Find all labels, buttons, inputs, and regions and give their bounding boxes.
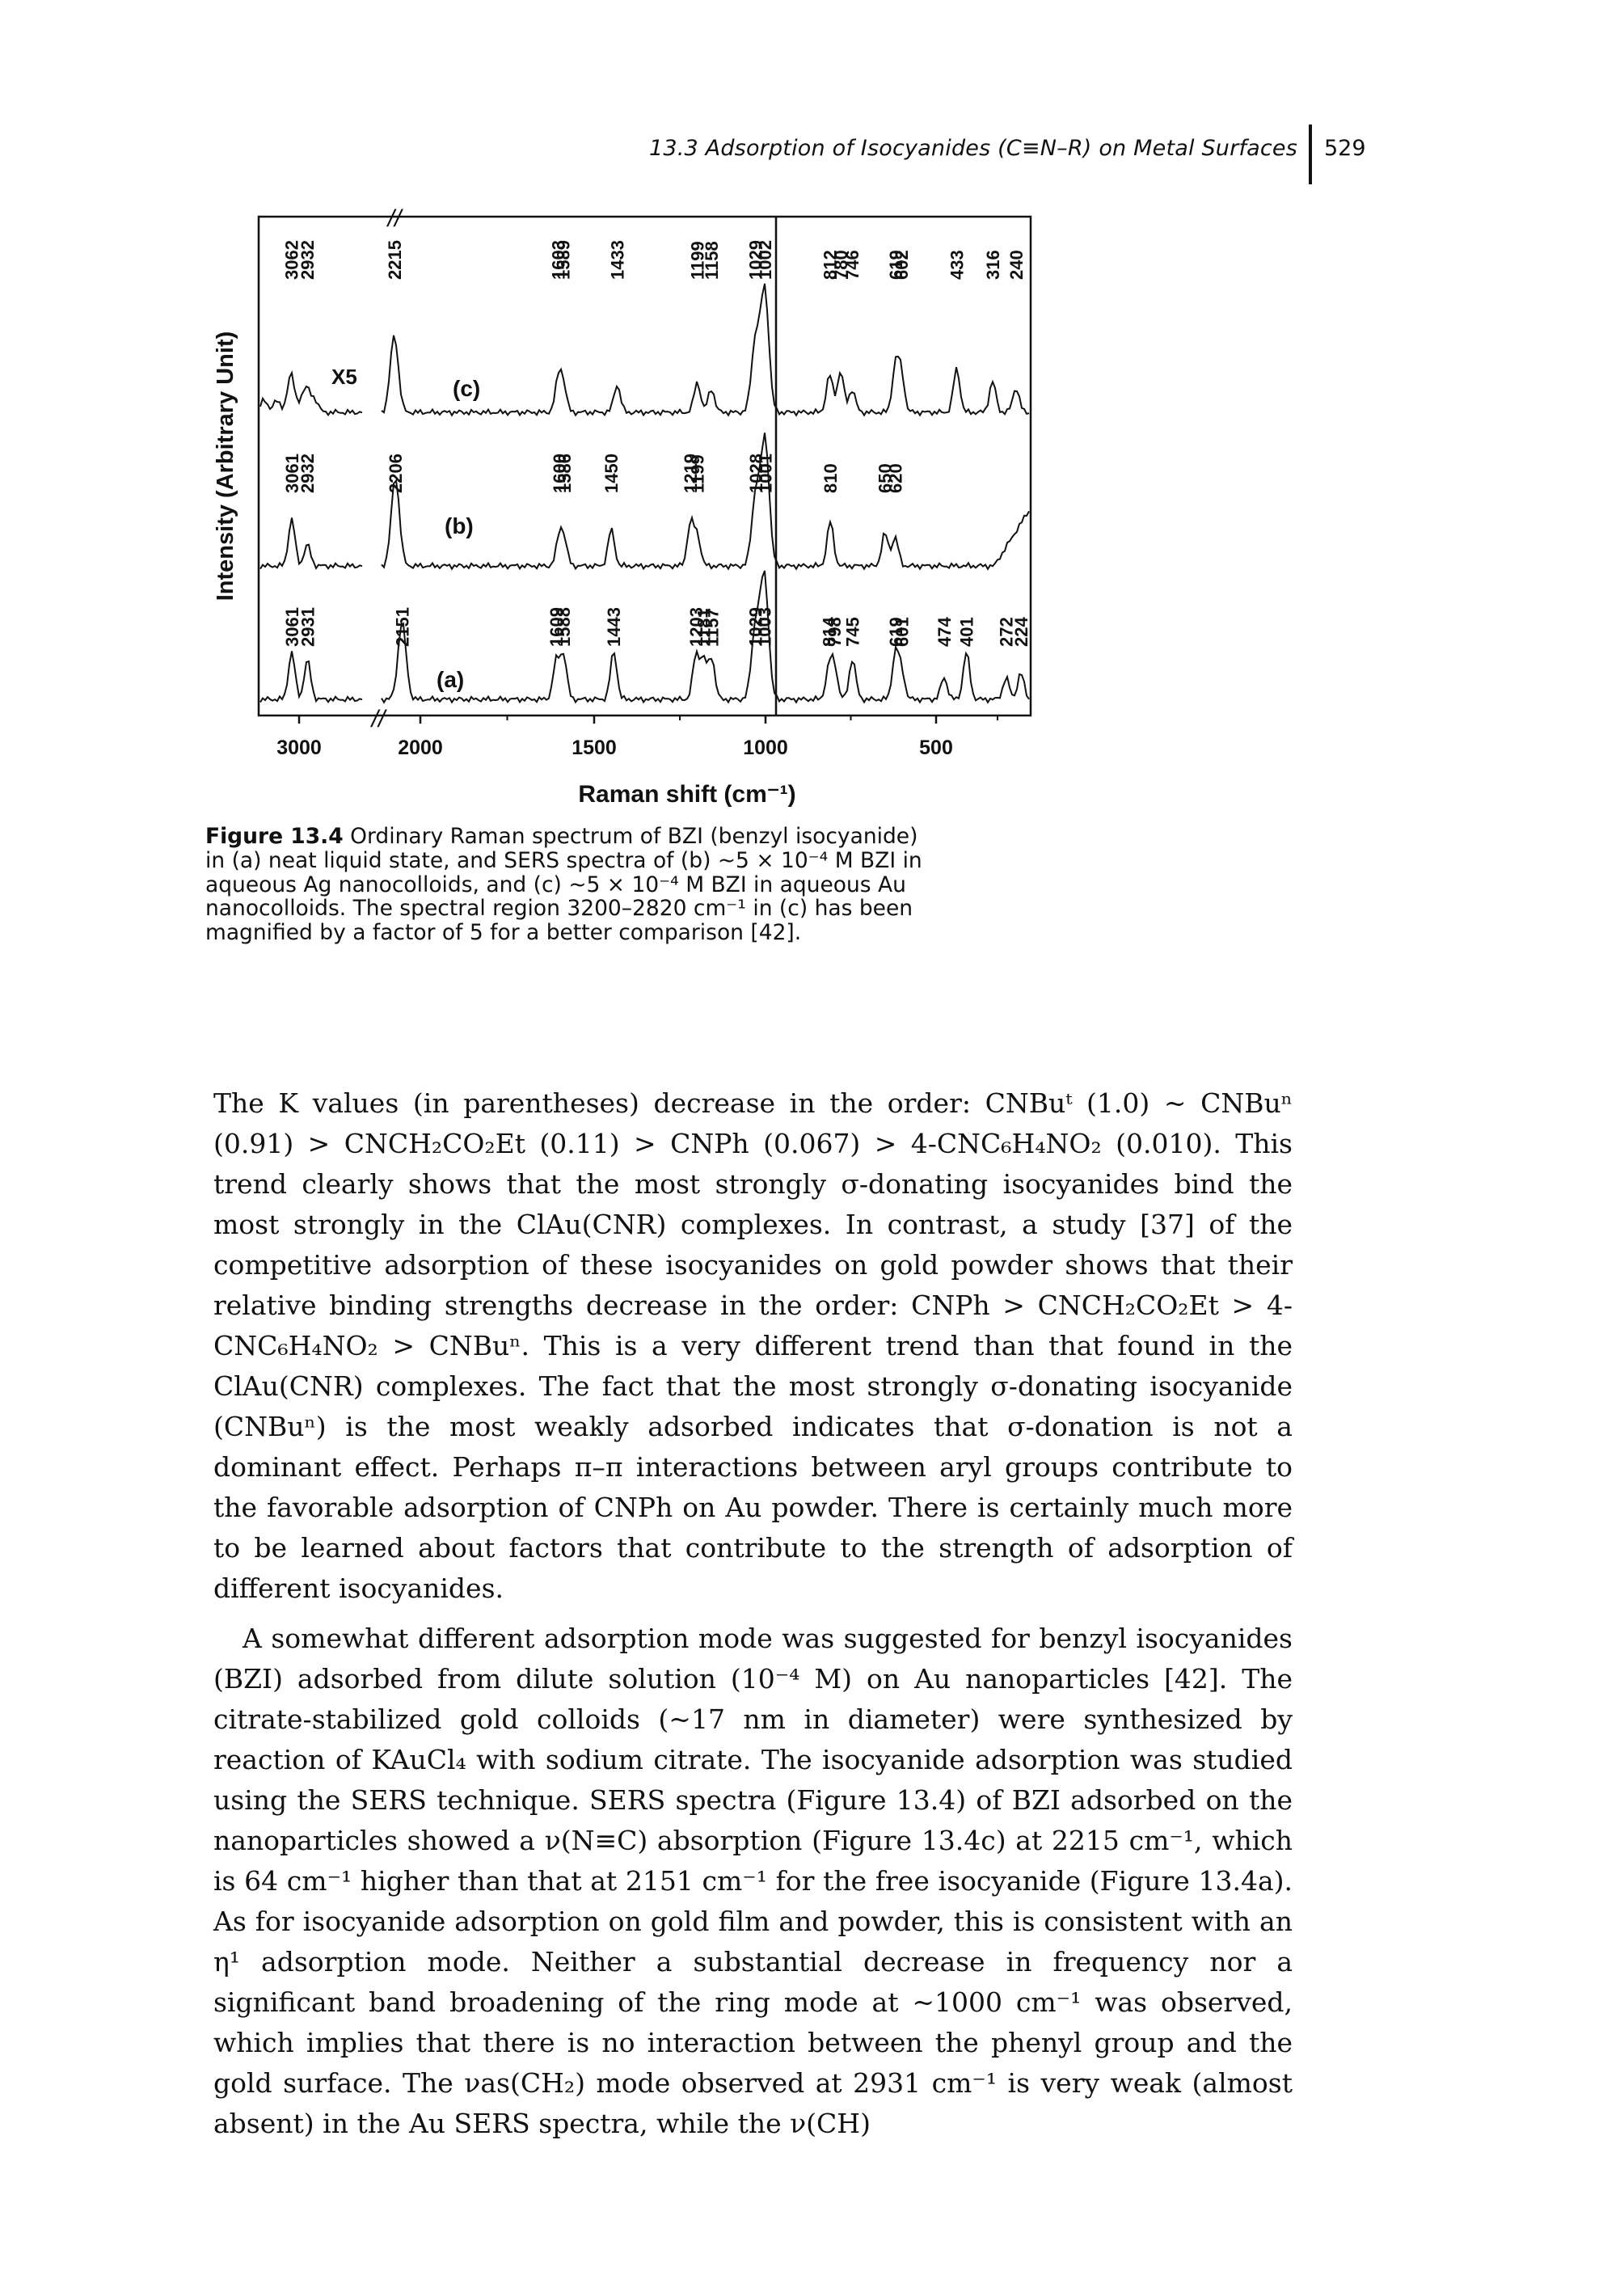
peak-label: 433 (947, 250, 967, 280)
peak-label: 746 (842, 250, 863, 280)
peak-label: 474 (934, 617, 955, 647)
peak-label: 745 (843, 617, 863, 647)
peak-label: 2215 (385, 240, 405, 280)
peak-label: 1443 (604, 607, 624, 647)
peak-label: 2206 (386, 454, 406, 493)
figure-label: Figure 13.4 (205, 824, 344, 849)
paragraph-1: The K values (in parentheses) decrease i… (213, 1087, 1293, 1604)
peak-label: 650 (875, 463, 896, 493)
running-header: 13.3 Adsorption of Isocyanides (C≡N–R) o… (614, 125, 1374, 184)
peak-label: 1603 (549, 240, 569, 280)
peak-label: 1586 (555, 454, 575, 493)
magnification-note: X5 (331, 365, 357, 389)
peak-label: 2932 (297, 240, 318, 280)
peak-label: 2932 (297, 454, 318, 493)
header-divider (1309, 125, 1312, 184)
peak-label: 1588 (554, 607, 574, 647)
x-tick-label: 1500 (572, 737, 617, 759)
paragraph-2: A somewhat different adsorption mode was… (213, 1623, 1293, 2139)
peak-label: 2151 (392, 607, 412, 647)
y-axis-label: Intensity (Arbitrary Unit) (213, 331, 238, 601)
peak-label: 1450 (601, 454, 622, 493)
x-tick-label: 2000 (398, 737, 443, 759)
peak-label: 1028 (746, 454, 766, 493)
peak-label: 620 (885, 463, 905, 493)
body-text: The K values (in parentheses) decrease i… (213, 1083, 1293, 2154)
peak-label: 1181 (694, 608, 714, 647)
series-label-b: (b) (445, 513, 474, 538)
peak-label: 1219 (681, 454, 701, 493)
peak-label: 810 (820, 463, 841, 493)
series-label-a: (a) (437, 667, 464, 692)
running-title: 13.3 Adsorption of Isocyanides (C≡N–R) o… (648, 136, 1297, 161)
x-axis-label: Raman shift (cm⁻¹) (578, 781, 795, 808)
peak-label: 1002 (755, 240, 775, 280)
peak-label: 780 (831, 250, 851, 280)
peak-label: 814 (819, 617, 839, 647)
peak-label: 1029 (746, 240, 766, 280)
peak-label: 798 (825, 617, 845, 647)
peak-label: 1203 (686, 607, 707, 647)
peak-label: 602 (892, 250, 912, 280)
peak-label: 619 (886, 617, 906, 647)
peak-label: 316 (983, 250, 1003, 280)
peak-label: 1433 (607, 240, 627, 280)
spectrum-b (259, 433, 1030, 571)
peak-label: 1029 (746, 607, 766, 647)
x-tick-label: 3000 (276, 737, 322, 759)
peak-label: 3062 (282, 240, 302, 280)
peak-label: 601 (892, 617, 912, 647)
peak-label: 812 (820, 250, 840, 280)
peak-label: 1199 (688, 454, 708, 493)
peak-label: 1001 (756, 454, 776, 493)
peak-label: 1589 (554, 240, 574, 280)
peak-label: 224 (1011, 617, 1031, 647)
peak-label: 1600 (550, 454, 570, 493)
series-label-c: (c) (453, 376, 480, 401)
peak-label: 619 (886, 250, 906, 280)
peak-label: 3061 (282, 607, 302, 647)
peak-label: 2931 (297, 607, 318, 647)
figure-caption: Figure 13.4 Ordinary Raman spectrum of B… (205, 825, 933, 945)
peak-label: 3061 (282, 454, 302, 493)
axis-break-bottom: // (370, 706, 387, 732)
spectrum-a (259, 570, 1030, 704)
peak-label: 240 (1006, 250, 1027, 280)
x-tick-label: 500 (919, 737, 953, 759)
axis-break-top: // (386, 205, 403, 232)
caption-text: Ordinary Raman spectrum of BZI (benzyl i… (205, 824, 922, 946)
plot-frame (257, 215, 1032, 717)
x-tick-label: 1000 (743, 737, 788, 759)
peak-label: 1003 (755, 607, 775, 647)
peak-label: 1199 (688, 241, 708, 280)
peak-label: 1157 (702, 608, 722, 647)
peak-label: 401 (957, 617, 977, 647)
peak-label: 1609 (546, 607, 567, 647)
spectrum-c (259, 283, 1030, 417)
page-number: 529 (1324, 136, 1366, 161)
peak-label: 272 (997, 617, 1017, 647)
peak-label: 1158 (702, 241, 722, 280)
